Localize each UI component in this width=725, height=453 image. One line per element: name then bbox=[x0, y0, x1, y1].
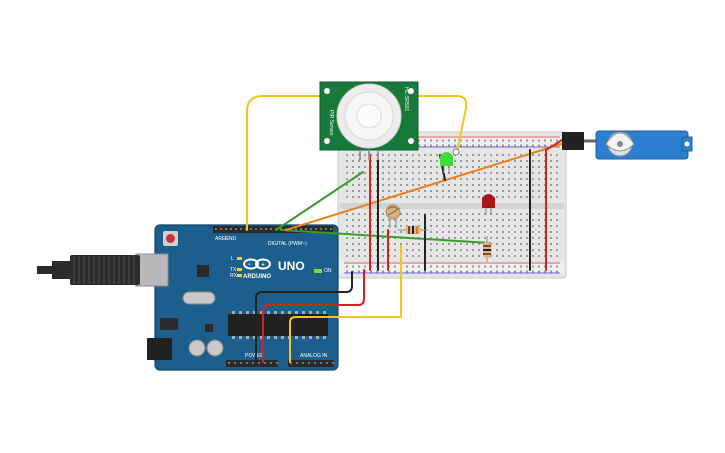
servo-motor bbox=[562, 130, 693, 160]
resistor-led bbox=[483, 236, 491, 262]
pir-sensor: HC-SR501 PIR Sensor bbox=[319, 81, 419, 160]
breadboard bbox=[337, 131, 567, 279]
usb-chip bbox=[197, 265, 209, 277]
capacitor bbox=[206, 339, 224, 357]
led-rx bbox=[237, 274, 242, 277]
wires bbox=[246, 95, 575, 363]
photoresistor bbox=[385, 204, 401, 228]
analog-label: ANALOG IN bbox=[300, 353, 328, 359]
analog-header bbox=[288, 360, 334, 367]
wire-red-5v bbox=[262, 269, 365, 363]
pir-label-right: HC-SR501 bbox=[403, 87, 409, 111]
atmega-chip bbox=[228, 314, 328, 336]
wire-yellow-analog bbox=[289, 245, 402, 363]
digital-label: DIGITAL (PWM~) bbox=[268, 241, 307, 247]
capacitor bbox=[188, 339, 206, 357]
arduino-uno-board: − + ARDUINO UNO DIGITAL (PWM~) POWER ANA… bbox=[135, 224, 339, 371]
servo-connector bbox=[562, 132, 584, 150]
svg-text:−: − bbox=[247, 262, 251, 268]
led-l bbox=[237, 257, 242, 260]
led-red bbox=[482, 194, 495, 215]
usb-port bbox=[135, 253, 169, 287]
arduino-logo: − + bbox=[243, 258, 271, 270]
wire-yellow-pir-right bbox=[417, 95, 468, 153]
digital-header bbox=[213, 226, 333, 233]
tx-label: TX bbox=[230, 267, 237, 273]
pir-label-left: PIR Sensor bbox=[328, 110, 334, 136]
arduino-brand: ARDUINO bbox=[243, 274, 271, 280]
l-label: L bbox=[231, 256, 234, 262]
wire-red-servo bbox=[545, 139, 563, 151]
svg-text:+: + bbox=[261, 263, 265, 269]
aref-label: AREF bbox=[215, 236, 228, 242]
usb-cable bbox=[37, 255, 140, 285]
voltage-regulator bbox=[160, 318, 178, 330]
small-chip bbox=[205, 324, 213, 332]
wire-black-gnd bbox=[255, 271, 353, 363]
led-on bbox=[314, 269, 322, 273]
power-label: POWER bbox=[245, 353, 264, 359]
on-label: ON bbox=[324, 268, 332, 274]
wire-orange-servo bbox=[285, 139, 575, 231]
reset-button-cap[interactable] bbox=[166, 234, 175, 243]
wire-green-led bbox=[280, 229, 491, 244]
arduino-model: UNO bbox=[278, 259, 305, 273]
resistor-ldr bbox=[398, 226, 428, 234]
wire-yellow-pir bbox=[246, 95, 321, 231]
led-green bbox=[440, 148, 460, 173]
rx-label: RX bbox=[230, 273, 238, 279]
wire-green-pir bbox=[275, 171, 364, 231]
led-tx bbox=[237, 268, 242, 271]
crystal-oscillator bbox=[182, 291, 216, 305]
power-jack bbox=[147, 338, 172, 360]
gnd-label: GND bbox=[225, 236, 237, 242]
